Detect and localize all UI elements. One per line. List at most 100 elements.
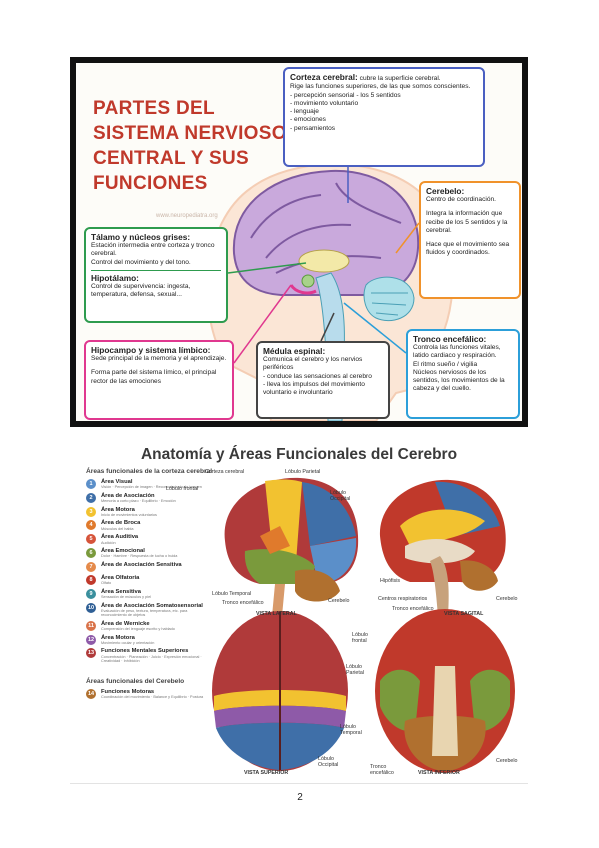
- brain-views: [212, 477, 515, 773]
- legend-item-name: Área Olfatoria: [101, 574, 140, 581]
- brain-cortex: [232, 169, 420, 296]
- page-number: 2: [297, 792, 303, 803]
- label-tronco-encefalico-sagital: Tronco encefálico: [392, 606, 434, 612]
- legend-item-name: Área de Asociación: [101, 492, 155, 499]
- legend-item-desc: Movimiento ocular y orientación: [101, 640, 155, 645]
- nervous-system-infographic: PARTES DEL SISTEMA NERVIOSO CENTRAL Y SU…: [70, 57, 528, 427]
- legend-item-desc: Memoria a corto plazo · Equilibrio · Emo…: [101, 499, 176, 504]
- hypothalamus: [301, 274, 315, 288]
- legend-item-name: Área Motora: [101, 634, 135, 641]
- label-cerebelo-2: Cerebelo: [496, 758, 518, 764]
- legend-item-desc: Dolor · Hambre · Respuesta de lucha o hu…: [101, 554, 178, 559]
- infographic-title: PARTES DEL SISTEMA NERVIOSO CENTRAL Y SU…: [93, 98, 287, 194]
- label-tronco-encefalico: Tronco encefálico: [222, 600, 264, 606]
- label-lobulo-occipital-2: Lóbulo Occipital: [318, 756, 339, 768]
- thalamus: [298, 249, 350, 273]
- legend-item-name: Área Emocional: [101, 548, 145, 555]
- legend-number-badge: 6: [86, 548, 96, 559]
- legend-number-badge: 14: [86, 688, 96, 699]
- legend-item-desc: Audición: [101, 540, 116, 545]
- legend-item-name: Área de Asociación Somatosensorial: [101, 602, 203, 609]
- legend-number-badge: 5: [86, 534, 96, 545]
- legend-item-name: Funciones Mentales Superiores: [101, 648, 189, 655]
- legend-number-badge: 9: [86, 588, 96, 599]
- label-corteza-cerebral: Corteza cerebral: [205, 469, 245, 475]
- legend-item-name: Área Auditiva: [101, 534, 139, 541]
- legend-item-desc: Comprensión del lenguaje escrito y habla…: [101, 627, 175, 632]
- label-vista-inferior: VISTA INFERIOR: [418, 770, 460, 776]
- legend-item-desc: Músculos del habla: [101, 526, 134, 531]
- legend-heading-cortex: Áreas funcionales de la corteza cerebral: [86, 468, 213, 475]
- label-hipofisis: Hipófisis: [380, 578, 401, 584]
- legend-number-badge: 4: [86, 520, 96, 531]
- hipocampo-box: Hipocampo y sistema límbico: Sede princi…: [84, 340, 234, 420]
- label-lobulo-parietal: Lóbulo Parietal: [285, 469, 321, 475]
- sagittal-view: [379, 479, 506, 616]
- legend-heading-cerebellum: Áreas funcionales del Cerebelo: [86, 677, 185, 685]
- hippocampus: [289, 284, 317, 295]
- legend-item-desc: Olfato: [101, 581, 112, 586]
- label-vista-sagital: VISTA SAGITAL: [444, 611, 484, 617]
- label-lobulo-parietal-2: Lóbulo Parietal: [346, 664, 364, 676]
- anatomy-title: Anatomía y Áreas Funcionales del Cerebro: [140, 446, 458, 463]
- label-vista-lateral: VISTA LATERAL: [256, 611, 297, 617]
- divider: [91, 269, 221, 271]
- lateral-view: [224, 477, 359, 616]
- footer-divider: [70, 783, 528, 784]
- tronco-encefalico-box: Tronco encefálico: Controla las funcione…: [406, 329, 520, 419]
- functional-areas-legend: Áreas funcionales de la corteza cerebral…: [86, 468, 214, 778]
- medula-espinal-box: Médula espinal: Comunica el cerebro y lo…: [256, 341, 390, 419]
- label-lobulo-temporal: Lóbulo Temporal: [212, 591, 252, 597]
- talamo-box: Tálamo y núcleos grises: Estación interm…: [84, 227, 228, 323]
- label-lobulo-temporal-2: Lóbulo Temporal: [340, 724, 362, 736]
- legend-item-name: Área Visual: [101, 479, 133, 485]
- legend-item-name: Área de Broca: [101, 520, 141, 527]
- legend-number-badge: 7: [86, 561, 96, 572]
- label-lobulo-occipital: Lóbulo Occipital: [330, 490, 351, 502]
- legend-number-badge: 8: [86, 574, 96, 585]
- legend-item-desc: Sensación de músculos y piel: [101, 595, 152, 600]
- label-lobulo-frontal-2: Lóbulo frontal: [352, 632, 368, 644]
- legend-number-badge: 2: [86, 492, 96, 503]
- watermark: www.neuropediatra.org: [156, 213, 218, 219]
- legend-item-desc: Concentración · Planeación · Juicio · Ex…: [101, 654, 202, 664]
- legend-item: 7 Área de Asociación Sensitiva: [86, 561, 214, 572]
- legend-item-name: Área de Wernicke: [101, 620, 150, 627]
- inferior-view: [375, 609, 515, 773]
- legend-number-badge: 11: [86, 620, 96, 631]
- legend-item-name: Área de Asociación Sensitiva: [101, 561, 182, 568]
- legend-number-badge: 1: [86, 479, 96, 489]
- legend-item-desc: Evaluación de peso, textura, temperatura…: [101, 608, 188, 618]
- superior-view: [212, 611, 348, 771]
- label-tronco-encefalico-2: Tronco encefálico: [370, 764, 394, 776]
- legend-number-badge: 12: [86, 634, 96, 645]
- legend-number-badge: 13: [86, 648, 96, 659]
- label-centros-respiratorios: Centros respiratorios: [378, 596, 428, 602]
- label-cerebelo-sagital: Cerebelo: [496, 596, 518, 602]
- legend-item-name: Área Motora: [101, 506, 135, 513]
- legend-item-cerebelo: 14 Funciones Motoras Coordinación del mo…: [86, 688, 204, 699]
- legend-item-desc: Inicio de movimientos voluntarios: [101, 513, 157, 518]
- label-cerebelo: Cerebelo: [328, 598, 350, 604]
- infographic-canvas: PARTES DEL SISTEMA NERVIOSO CENTRAL Y SU…: [76, 63, 522, 421]
- legend-item-name: Área Sensitiva: [101, 588, 141, 595]
- label-lobulo-frontal: Lóbulo frontal: [166, 486, 199, 492]
- label-vista-superior: VISTA SUPERIOR: [244, 770, 289, 776]
- cerebelo-box: Cerebelo: Centro de coordinación. Integr…: [419, 181, 521, 299]
- legend-number-badge: 3: [86, 506, 96, 517]
- legend-item-desc: Visión · Percepción de imagen · Reconoci…: [101, 485, 202, 490]
- legend-number-badge: 10: [86, 602, 96, 613]
